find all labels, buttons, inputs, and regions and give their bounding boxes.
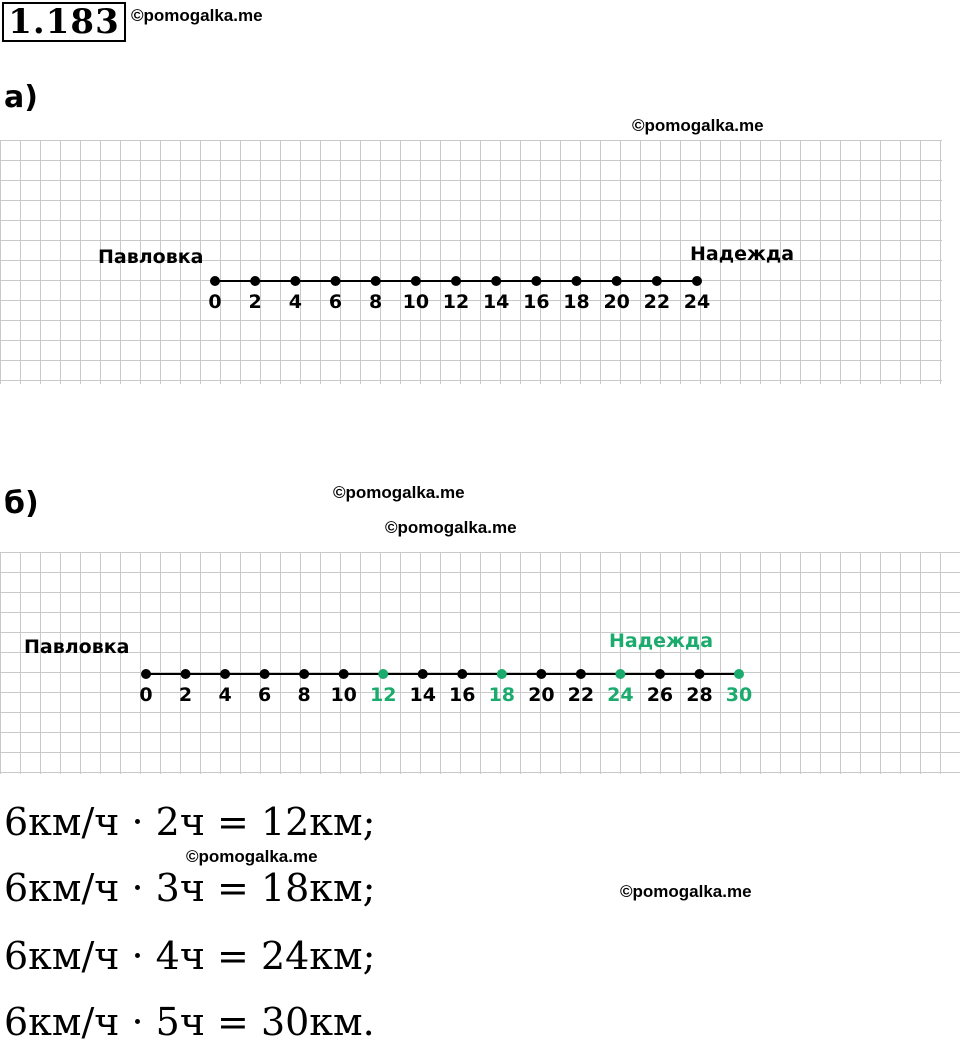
line-b-tick-label-24: 24 xyxy=(607,684,633,706)
watermark-part-b-1: ©pomogalka.me xyxy=(333,483,465,502)
line-b-tick-label-10: 10 xyxy=(330,684,356,706)
equation-4: 6км/ч · 5ч = 30км. xyxy=(4,1000,375,1044)
line-b-tick-label-12: 12 xyxy=(370,684,396,706)
line-b-tick-label-0: 0 xyxy=(139,684,152,706)
line-a-tick-label-10: 10 xyxy=(403,291,429,313)
line-a-point-18 xyxy=(571,276,582,286)
line-b-point-2 xyxy=(180,669,191,679)
line-b-tick-label-26: 26 xyxy=(647,684,673,706)
line-b-point-12 xyxy=(378,669,389,679)
line-a-tick-label-20: 20 xyxy=(603,291,629,313)
place-end-a: Надежда xyxy=(690,243,795,265)
line-a-point-8 xyxy=(370,276,381,286)
line-a-point-20 xyxy=(611,276,622,286)
line-b-point-10 xyxy=(338,669,349,679)
line-b-point-6 xyxy=(259,669,270,679)
line-b-tick-label-30: 30 xyxy=(726,684,752,706)
line-b-tick-label-14: 14 xyxy=(410,684,436,706)
line-b-tick-label-6: 6 xyxy=(258,684,271,706)
line-b-tick-label-8: 8 xyxy=(298,684,311,706)
watermark-equations-2: ©pomogalka.me xyxy=(620,882,752,901)
part-a-label: а) xyxy=(4,80,38,115)
equation-1: 6км/ч · 2ч = 12км; xyxy=(4,800,376,844)
line-a-tick-label-24: 24 xyxy=(684,291,710,313)
equation-3: 6км/ч · 4ч = 24км; xyxy=(4,934,376,978)
line-b-point-20 xyxy=(536,669,547,679)
line-a-tick-label-16: 16 xyxy=(523,291,549,313)
line-b-tick-label-22: 22 xyxy=(568,684,594,706)
line-a-point-10 xyxy=(410,276,421,286)
line-a-tick-label-4: 4 xyxy=(289,291,302,313)
line-b-point-16 xyxy=(457,669,468,679)
line-b-tick-label-2: 2 xyxy=(179,684,192,706)
line-b-point-30 xyxy=(734,669,744,679)
line-b-tick-label-4: 4 xyxy=(218,684,231,706)
line-a-tick-label-0: 0 xyxy=(208,291,221,313)
line-b-point-22 xyxy=(575,669,586,679)
equation-2: 6км/ч · 3ч = 18км; xyxy=(4,866,376,910)
line-a-tick-label-6: 6 xyxy=(329,291,342,313)
place-end-b: Надежда xyxy=(609,630,714,652)
part-b-label: б) xyxy=(4,486,39,521)
place-start-b: Павловка xyxy=(24,636,130,658)
line-a-point-22 xyxy=(651,276,662,286)
line-a-tick-label-14: 14 xyxy=(483,291,509,313)
line-a-tick-label-12: 12 xyxy=(443,291,469,313)
line-a-tick-label-22: 22 xyxy=(644,291,670,313)
line-b-tick-label-18: 18 xyxy=(489,684,515,706)
line-a-point-14 xyxy=(491,276,502,286)
line-b-point-4 xyxy=(220,669,231,679)
place-start-a: Павловка xyxy=(98,246,204,268)
line-a-tick-label-18: 18 xyxy=(563,291,589,313)
watermark-part-a: ©pomogalka.me xyxy=(632,116,764,135)
watermark-part-b-2: ©pomogalka.me xyxy=(385,518,517,537)
line-a-tick-label-2: 2 xyxy=(249,291,262,313)
line-b-point-26 xyxy=(654,669,665,679)
line-b-tick-label-20: 20 xyxy=(528,684,554,706)
line-a-point-24 xyxy=(692,276,702,286)
line-a-tick-label-8: 8 xyxy=(369,291,382,313)
line-a-point-0 xyxy=(210,276,220,286)
line-b-point-8 xyxy=(299,669,310,679)
line-a-point-12 xyxy=(451,276,461,286)
line-b-point-28 xyxy=(694,669,705,679)
problem-number: 1.183 xyxy=(2,2,126,42)
line-b-point-0 xyxy=(141,669,151,679)
watermark-equations-1: ©pomogalka.me xyxy=(186,847,318,866)
line-b-point-18 xyxy=(496,669,507,679)
line-b-tick-label-16: 16 xyxy=(449,684,475,706)
watermark-top: ©pomogalka.me xyxy=(131,6,263,25)
line-b-point-24 xyxy=(615,669,626,679)
line-b-point-14 xyxy=(417,669,428,679)
line-a-point-16 xyxy=(531,276,542,286)
line-a-point-2 xyxy=(250,276,261,286)
line-a-point-6 xyxy=(330,276,341,286)
line-b-tick-label-28: 28 xyxy=(686,684,712,706)
line-a-point-4 xyxy=(290,276,301,286)
